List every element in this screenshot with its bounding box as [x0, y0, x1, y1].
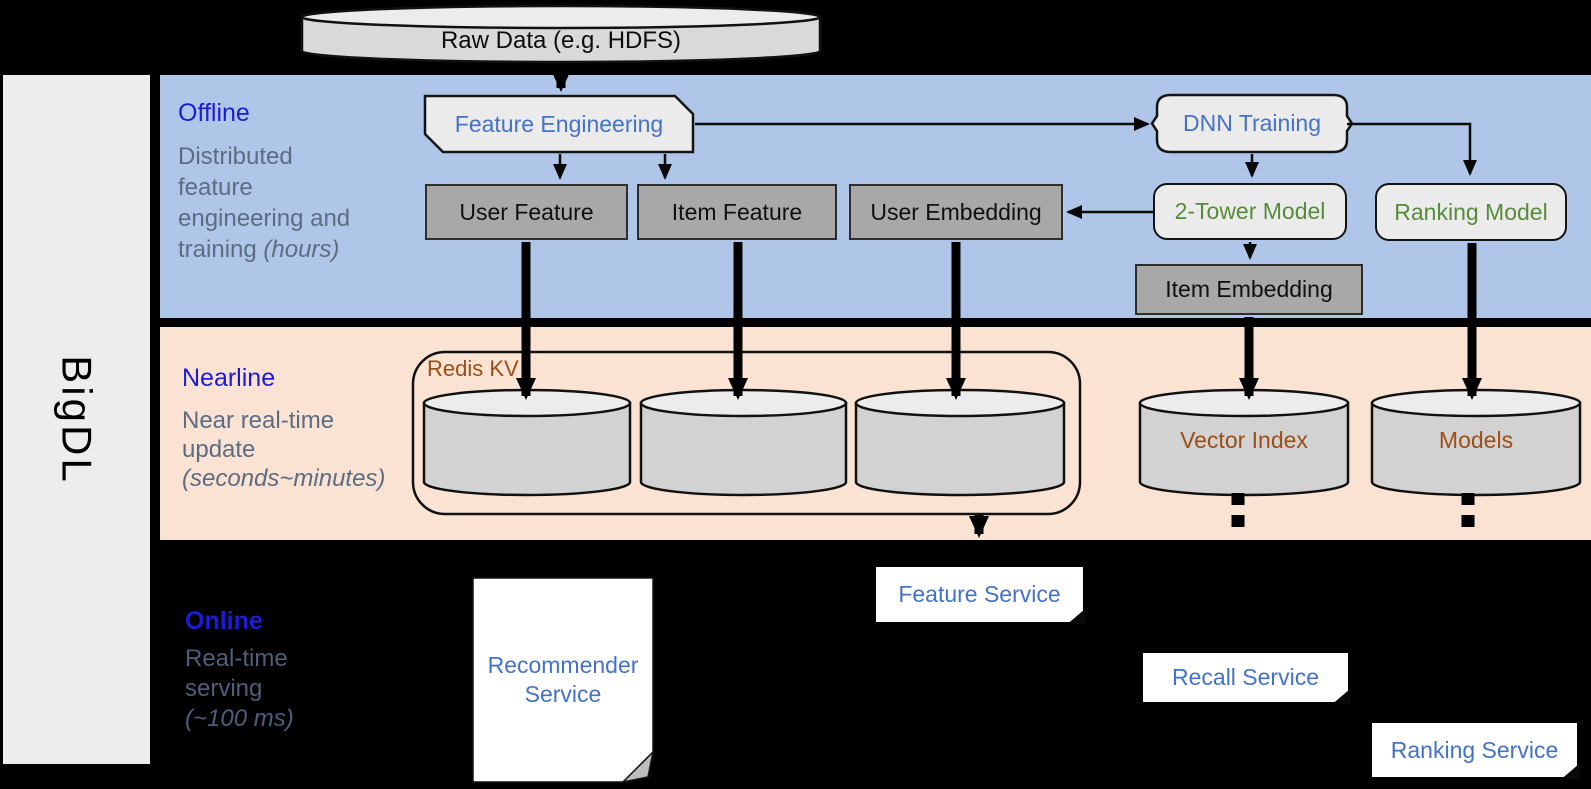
- vector-index-cylinder: [1138, 388, 1350, 497]
- vector-index-label: Vector Index: [1180, 426, 1308, 453]
- dnn-training-label-wrap: DNN Training: [1157, 95, 1347, 152]
- arrow-dnn-to-ranking-model: [1347, 122, 1477, 176]
- ranking-service-label: Ranking Service: [1390, 736, 1559, 763]
- feature-service-node: Feature Service: [876, 567, 1083, 622]
- ranking-model-node: Ranking Model: [1375, 183, 1567, 241]
- raw-data-cylinder: [300, 4, 822, 64]
- nearline-desc-line1: Near real-time: [182, 407, 335, 434]
- feature-engineering-shape: [423, 94, 695, 154]
- offline-desc-line3: engineering and: [178, 205, 351, 232]
- user-embedding-label: User Embedding: [870, 198, 1042, 225]
- raw-data-label: Raw Data (e.g. HDFS): [440, 27, 682, 54]
- offline-desc-line2: feature: [178, 174, 253, 201]
- recall-service-corner-fold: [1333, 689, 1351, 705]
- recommender-service-document: [472, 577, 655, 784]
- online-section-background: [160, 540, 1591, 789]
- offline-section-label: Offline: [178, 99, 250, 127]
- dnn-training-shape: [1150, 93, 1354, 154]
- two-tower-model-label: 2-Tower Model: [1174, 198, 1326, 224]
- redis-cylinder-3: [854, 388, 1066, 497]
- redis-kv-container: [411, 350, 1082, 516]
- user-embedding-node: User Embedding: [849, 184, 1063, 240]
- models-label-wrap: Models: [1372, 425, 1580, 455]
- dnn-training-label: DNN Training: [1182, 110, 1322, 136]
- offline-desc-line1: Distributed: [178, 143, 293, 170]
- feature-engineering-label: Feature Engineering: [454, 110, 664, 137]
- online-section-description: Real-time serving (~100 ms): [185, 644, 294, 734]
- two-tower-model-node: 2-Tower Model: [1153, 183, 1347, 240]
- ranking-model-label: Ranking Model: [1394, 198, 1548, 225]
- recommender-service-label-wrap: Recommender Service: [473, 578, 653, 782]
- online-desc-line2: serving: [185, 675, 263, 702]
- feature-engineering-label-wrap: Feature Engineering: [425, 96, 693, 152]
- bigdl-sidebar: BigDL: [3, 75, 150, 764]
- offline-desc-line4: training (hours): [178, 234, 350, 265]
- feature-service-label: Feature Service: [898, 581, 1061, 607]
- item-embedding-label: Item Embedding: [1165, 276, 1333, 302]
- item-embedding-node: Item Embedding: [1135, 264, 1363, 315]
- feature-service-corner-fold: [1068, 609, 1086, 625]
- online-desc-line1: Real-time: [185, 645, 288, 672]
- offline-section-description: Distributed feature engineering and trai…: [178, 141, 350, 265]
- online-desc-line3: (~100 ms): [185, 705, 294, 732]
- offline-desc-line4-normal: training: [178, 236, 257, 263]
- models-label: Models: [1438, 426, 1514, 453]
- nearline-section-label: Nearline: [182, 364, 276, 392]
- nearline-section-description: Near real-time update (seconds~minutes): [182, 406, 385, 493]
- redis-cylinder-1: [422, 388, 632, 497]
- user-feature-node: User Feature: [425, 184, 628, 240]
- redis-kv-label: Redis KV: [427, 356, 519, 381]
- recall-service-node: Recall Service: [1143, 653, 1348, 702]
- raw-data-label-wrap: Raw Data (e.g. HDFS): [302, 26, 820, 56]
- offline-desc-line4-italic: (hours): [263, 236, 340, 263]
- vector-index-label-wrap: Vector Index: [1140, 425, 1348, 455]
- user-feature-label: User Feature: [459, 198, 594, 225]
- nearline-desc-line3: (seconds~minutes): [182, 465, 386, 492]
- ranking-service-corner-fold: [1562, 764, 1580, 780]
- online-section-label: Online: [185, 607, 263, 635]
- recall-service-label: Recall Service: [1172, 664, 1319, 690]
- nearline-desc-line2: update: [182, 436, 256, 463]
- item-feature-node: Item Feature: [637, 184, 837, 240]
- item-feature-label: Item Feature: [671, 198, 803, 225]
- recommender-service-label: Recommender Service: [487, 652, 639, 707]
- ranking-service-node: Ranking Service: [1372, 723, 1577, 777]
- redis-cylinder-2: [639, 388, 848, 497]
- models-cylinder: [1370, 388, 1582, 497]
